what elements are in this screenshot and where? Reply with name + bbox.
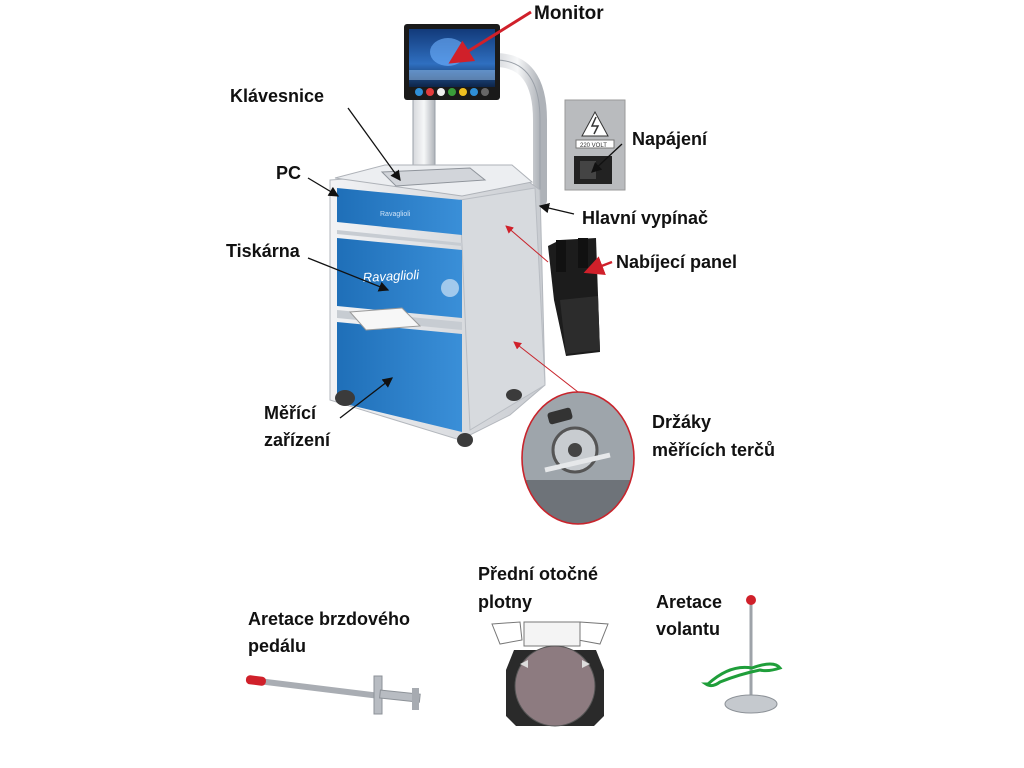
label-charging-panel: Nabíjecí panel — [616, 252, 738, 272]
power-panel: 220 VOLT — [564, 99, 626, 191]
cabinet-brand: Ravaglioli — [362, 267, 420, 285]
label-front-plates-line1: Přední otočné — [478, 564, 599, 584]
red-arrows — [448, 10, 613, 393]
label-brake-lock-line1: Aretace brzdového — [248, 609, 411, 629]
steering-wheel-lock — [701, 595, 783, 714]
label-wheel-lock-line2: volantu — [656, 619, 721, 639]
label-monitor: Monitor — [534, 3, 604, 24]
brake-pedal-lock — [245, 675, 421, 715]
voltage-label: 220 VOLT — [580, 143, 607, 149]
label-target-holders-line2: měřících terčů — [652, 440, 776, 460]
cabinet-top-badge: Ravaglioli — [380, 211, 411, 218]
target-holder-detail — [521, 391, 635, 525]
label-brake-lock-line2: pedálu — [248, 636, 307, 656]
label-measuring-device-line1: Měřící — [264, 403, 317, 423]
label-pc: PC — [276, 163, 302, 183]
label-measuring-device-line2: zařízení — [264, 430, 331, 450]
label-front-plates-line2: plotny — [478, 592, 532, 612]
label-main-switch: Hlavní vypínač — [582, 208, 709, 228]
label-target-holders-line1: Držáky — [652, 412, 712, 432]
front-turning-plates — [491, 621, 609, 727]
charging-panel — [548, 238, 600, 356]
label-printer: Tiskárna — [226, 241, 300, 261]
label-wheel-lock-line1: Aretace — [656, 592, 723, 612]
black-arrows — [307, 107, 623, 419]
cabinet: Ravaglioli Ravaglioli — [329, 164, 546, 447]
label-keyboard: Klávesnice — [230, 86, 325, 106]
label-power: Napájení — [632, 129, 708, 149]
